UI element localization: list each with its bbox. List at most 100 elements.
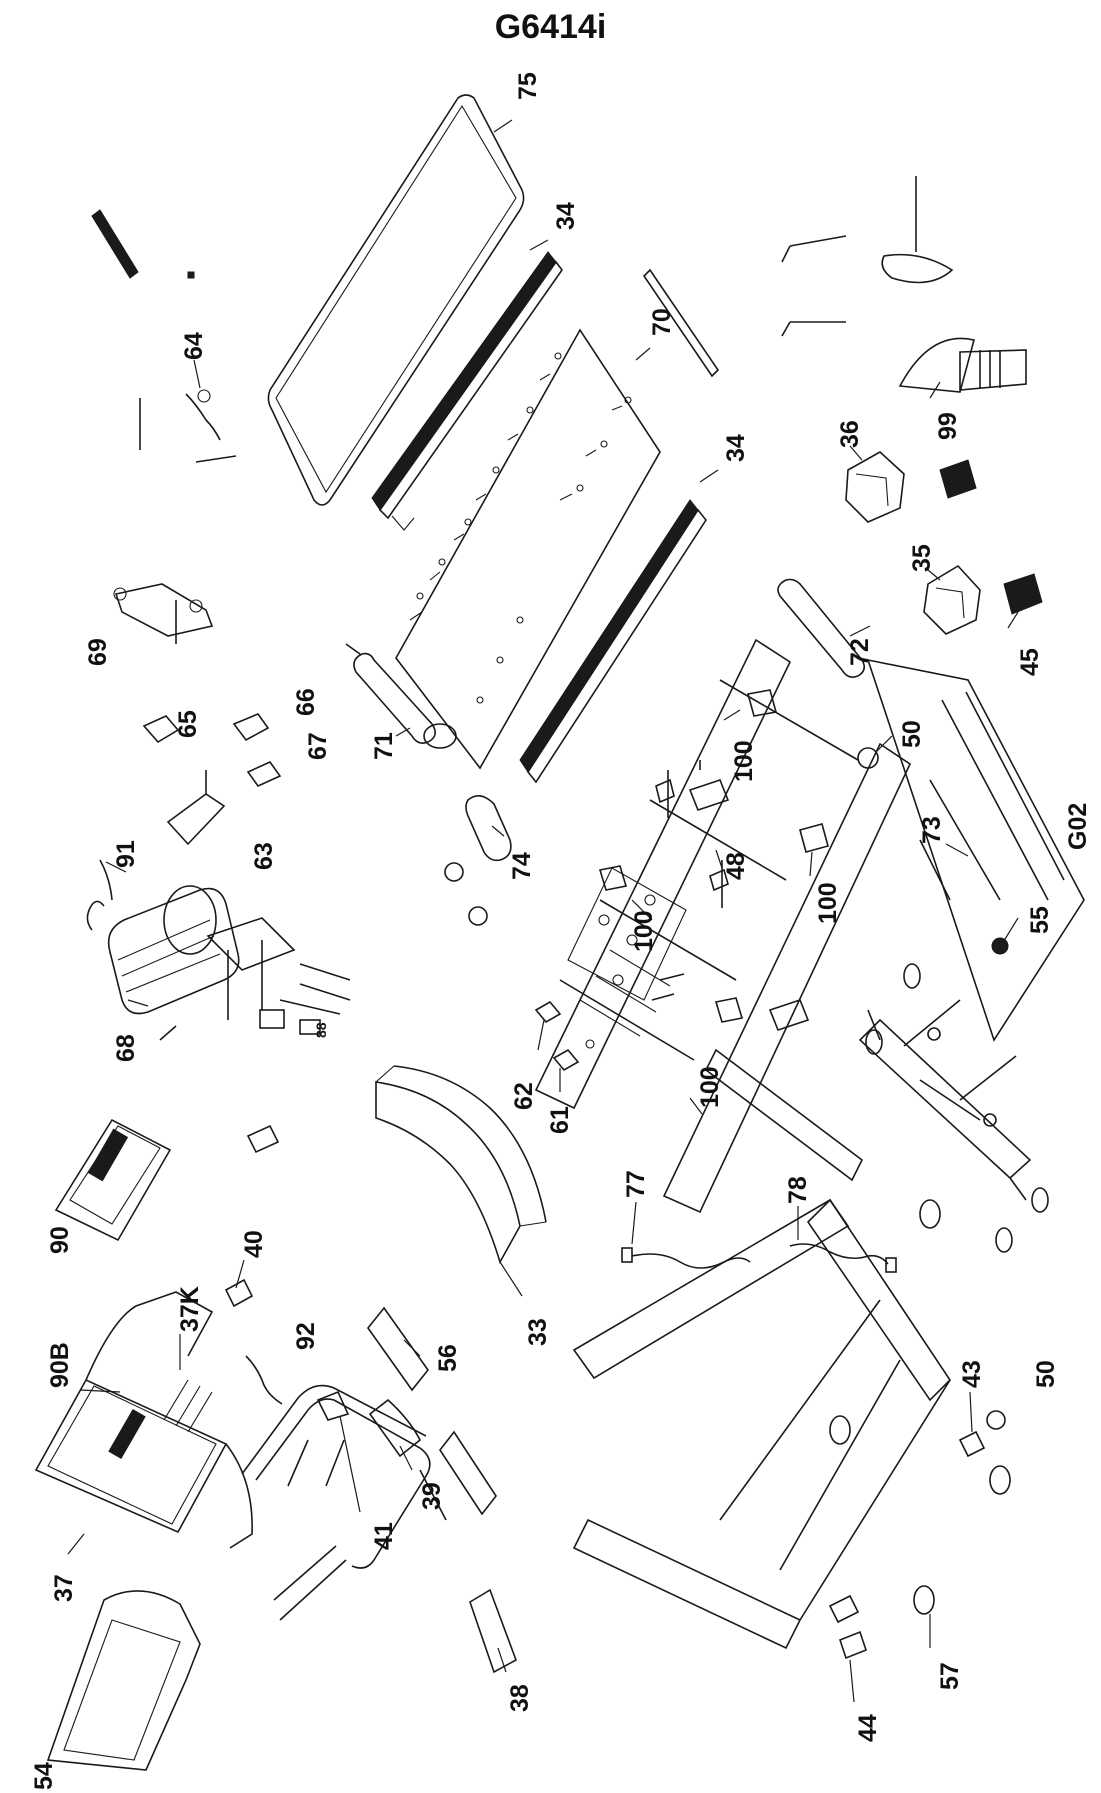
damper-block	[232, 713, 270, 742]
part-label: 75	[514, 72, 542, 100]
part-label: 78	[784, 1176, 812, 1204]
part-label: 67	[304, 732, 332, 760]
rear-roller	[777, 578, 866, 678]
console-wire	[245, 1355, 283, 1405]
part-label: 68	[112, 1034, 140, 1062]
motor-mount-bracket	[113, 583, 214, 644]
main-frame	[534, 638, 912, 1214]
part-label: 91	[112, 840, 140, 868]
cushion-block	[246, 760, 282, 788]
motor-wire	[789, 1243, 889, 1265]
roller-bracket-right	[845, 451, 905, 523]
side-bracket-39	[368, 1398, 422, 1458]
grip-bar	[91, 209, 139, 279]
foot-cap	[839, 1630, 867, 1660]
part-label: 64	[180, 332, 208, 360]
part-label: 77	[622, 1170, 650, 1198]
side-bracket-38	[469, 1588, 517, 1674]
leader-lines	[67, 119, 1019, 1703]
deck-board	[267, 94, 525, 506]
motor-cable	[99, 859, 113, 901]
foot-strip	[642, 268, 720, 378]
part-label: 38	[506, 1684, 534, 1712]
part-label: 33	[524, 1318, 552, 1346]
part-label: 56	[434, 1344, 462, 1372]
part-label: 61	[546, 1106, 574, 1134]
part-label: 73	[918, 816, 946, 844]
plug	[621, 1247, 633, 1263]
locking-nut	[534, 1000, 562, 1024]
part-label: 44	[854, 1714, 882, 1742]
base-foot-frame	[858, 963, 1049, 1253]
part-label: 66	[292, 688, 320, 716]
uprights-frame	[572, 1198, 1011, 1650]
part-label: 39	[418, 1482, 446, 1510]
frame-tube	[704, 1048, 864, 1182]
plug-2	[885, 1257, 897, 1273]
bushings	[444, 862, 488, 926]
part-label: 50	[1032, 1360, 1060, 1388]
part-label: 50	[898, 720, 926, 748]
part-label: 57	[936, 1662, 964, 1690]
console-back-cover	[46, 1590, 201, 1771]
part-label: 48	[722, 852, 750, 880]
front-roller	[345, 643, 457, 749]
lubricant-bottle	[898, 337, 1027, 393]
lift-switch	[142, 715, 180, 744]
transport-wheel	[857, 747, 879, 769]
part-label: 100	[696, 1066, 724, 1108]
part-label: 34	[722, 434, 750, 462]
safety-key	[197, 389, 211, 403]
speed-switch	[224, 1278, 254, 1308]
part-label: 37	[50, 1574, 78, 1602]
part-label: 37K	[176, 1286, 204, 1332]
part-label: 71	[370, 732, 398, 760]
drive-motor	[86, 885, 240, 1041]
transport-wheel-2	[986, 1410, 1006, 1430]
part-label: 72	[846, 638, 874, 666]
hand-grip-foam-2	[439, 1430, 497, 1516]
console-housing	[34, 1291, 253, 1549]
part-label: 55	[1026, 906, 1054, 934]
bracket-43	[958, 1430, 986, 1458]
part-label: 40	[240, 1230, 268, 1258]
incline-kit-box	[867, 659, 1085, 1042]
end-cap	[939, 459, 1043, 615]
power-cord	[631, 1253, 751, 1269]
part-label: 99	[934, 412, 962, 440]
safety-key-cord	[185, 393, 237, 463]
part-label: 65	[174, 710, 202, 738]
part-label: 88	[313, 1022, 329, 1038]
part-label: 43	[958, 1360, 986, 1388]
drive-belt	[465, 795, 512, 862]
part-label: 92	[292, 1322, 320, 1350]
motor-cover-bracket	[166, 770, 226, 846]
side-rail-top	[371, 251, 563, 531]
part-label: 41	[370, 1522, 398, 1550]
part-label: 45	[1016, 648, 1044, 676]
part-label: 70	[648, 308, 676, 336]
console-display	[54, 1118, 172, 1242]
part-label: 100	[814, 882, 842, 924]
hex-key-tools	[781, 176, 954, 337]
lift-nut	[552, 1048, 580, 1072]
small-screw	[187, 271, 195, 279]
part-label: 34	[552, 202, 580, 230]
incline-motor-assembly	[206, 917, 351, 1035]
part-label: 69	[84, 638, 112, 666]
clip	[246, 1124, 280, 1154]
part-label: 74	[508, 852, 536, 880]
part-label: 90B	[46, 1342, 74, 1388]
part-label: 90	[46, 1226, 74, 1254]
part-label: 63	[250, 842, 278, 870]
part-label: 100	[730, 740, 758, 782]
roller-bracket-left	[923, 564, 981, 635]
part-label: 36	[836, 420, 864, 448]
part-label: 35	[908, 544, 936, 572]
part-number-labels: 75 34 70 64 34 36 99 69 35 72 45 66 65 6…	[30, 72, 1092, 1790]
wheel-guides	[598, 689, 829, 1023]
base-plate	[395, 328, 661, 770]
handlebar-upright	[241, 1384, 447, 1621]
part-label: 62	[510, 1082, 538, 1110]
